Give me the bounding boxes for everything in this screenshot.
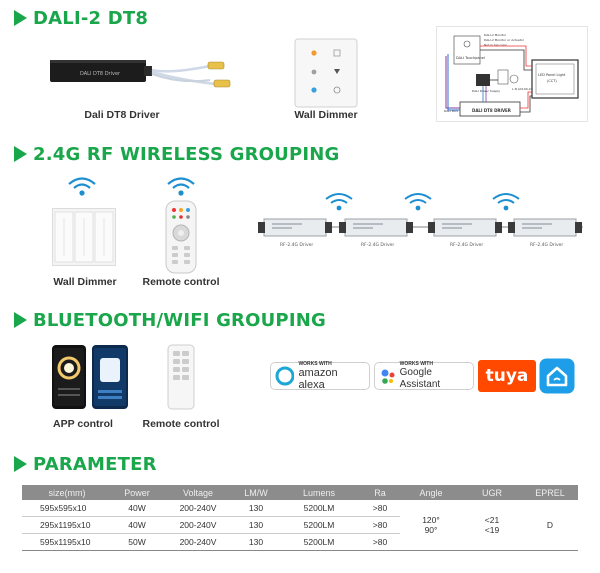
table-header-row: size(mm) Power Voltage LM/W Lumens Ra An… xyxy=(22,485,578,500)
diagram-legend-3: Not in big color xyxy=(484,43,508,47)
bt-remote-control-image xyxy=(167,344,195,410)
section-title-bt: BLUETOOTH/WIFI GROUPING xyxy=(14,308,326,332)
eprel-cell: D xyxy=(522,500,578,551)
app-caption: APP control xyxy=(53,418,113,430)
bt-remote-caption: Remote control xyxy=(142,418,220,430)
alexa-icon xyxy=(275,366,295,386)
header-angle: Angle xyxy=(400,485,462,500)
diagram-legend-2: DALI-2 Monitor or Actuator xyxy=(484,38,525,42)
header-ra: Ra xyxy=(360,485,400,500)
alexa-works-with: WORKS WITH xyxy=(298,361,332,367)
table-row: 295x1195x10 40W 200-240V 130 5200LM >80 xyxy=(22,516,578,534)
triangle-bullet-icon xyxy=(14,456,27,472)
angle-cell: 120° 90° xyxy=(400,500,462,551)
section-title-param: PARAMETER xyxy=(14,452,157,476)
header-eprel: EPREL xyxy=(522,485,578,500)
header-ugr: UGR xyxy=(462,485,522,500)
diagram-panel-sub: (CCT) xyxy=(547,79,557,83)
wifi-signal-icon xyxy=(492,193,520,211)
wifi-signal-icon xyxy=(167,177,195,196)
rf-dimmer-caption: Wall Dimmer xyxy=(53,276,117,288)
parameter-table: size(mm) Power Voltage LM/W Lumens Ra An… xyxy=(22,485,578,551)
ugr-cell: <21 <19 xyxy=(462,500,522,551)
smart-home-icon xyxy=(539,358,575,394)
driver-label: DALI DT8 Driver xyxy=(80,71,121,77)
rf-wall-dimmer-image xyxy=(52,208,116,266)
diagram-driver-label: DALI DT8 DRIVER xyxy=(472,108,511,113)
dali-wiring-diagram: DALI Touchpanel DALI-2 Monitor DALI-2 Mo… xyxy=(436,26,588,122)
rf-driver-label-3: RF-2.4G Driver xyxy=(450,242,483,248)
wifi-signal-icon xyxy=(325,193,353,211)
diagram-mains-label: L N AC100-240V xyxy=(512,87,537,91)
diagram-legend-1: DALI-2 Monitor xyxy=(484,33,507,37)
wifi-signal-icon xyxy=(404,193,432,211)
diagram-bus-label: DALI BUS xyxy=(444,109,458,113)
diagram-panel-label: LED Panel Light xyxy=(538,73,566,77)
rf-driver-chain: RF-2.4G Driver RF-2.4G Driver RF-2.4G Dr… xyxy=(258,193,583,248)
dali-driver-caption: Dali DT8 Driver xyxy=(84,109,160,121)
google-assistant-icon xyxy=(381,369,395,384)
triangle-bullet-icon xyxy=(14,10,27,26)
google-assistant-badge: WORKS WITH Google Assistant xyxy=(374,361,474,390)
header-size: size(mm) xyxy=(22,485,112,500)
header-voltage: Voltage xyxy=(162,485,234,500)
dali-wall-dimmer-image xyxy=(294,38,358,108)
triangle-bullet-icon xyxy=(14,146,27,162)
google-works-with: WORKS WITH xyxy=(399,361,433,367)
diagram-dimmer-label: DALI Touchpanel xyxy=(456,56,485,60)
section-title-dali: DALI-2 DT8 xyxy=(14,6,148,30)
section-title-rf: 2.4G RF WIRELESS GROUPING xyxy=(14,142,340,166)
google-label: Google Assistant xyxy=(399,367,441,390)
dali-driver-image: DALI DT8 Driver xyxy=(50,60,231,88)
rf-remote-control-image xyxy=(165,200,197,274)
header-lumens: Lumens xyxy=(278,485,360,500)
rf-driver-label-4: RF-2.4G Driver xyxy=(530,242,563,248)
app-phones-image xyxy=(52,345,128,409)
table-row: 595x1195x10 50W 200-240V 130 5200LM >80 xyxy=(22,533,578,551)
wifi-signal-icon xyxy=(68,177,96,196)
header-lmw: LM/W xyxy=(234,485,278,500)
header-power: Power xyxy=(112,485,162,500)
rf-driver-label-1: RF-2.4G Driver xyxy=(280,242,313,248)
table-row: 595x595x10 40W 200-240V 130 5200LM >80 1… xyxy=(22,500,578,551)
alexa-badge: WORKS WITH amazon alexa xyxy=(270,361,370,391)
alexa-label: amazon alexa xyxy=(298,367,338,391)
dali-dimmer-caption: Wall Dimmer xyxy=(294,109,358,121)
rf-driver-label-2: RF-2.4G Driver xyxy=(361,242,394,248)
rf-remote-caption: Remote control xyxy=(142,276,220,288)
triangle-bullet-icon xyxy=(14,312,27,328)
tuya-logo: tuya xyxy=(478,360,536,392)
